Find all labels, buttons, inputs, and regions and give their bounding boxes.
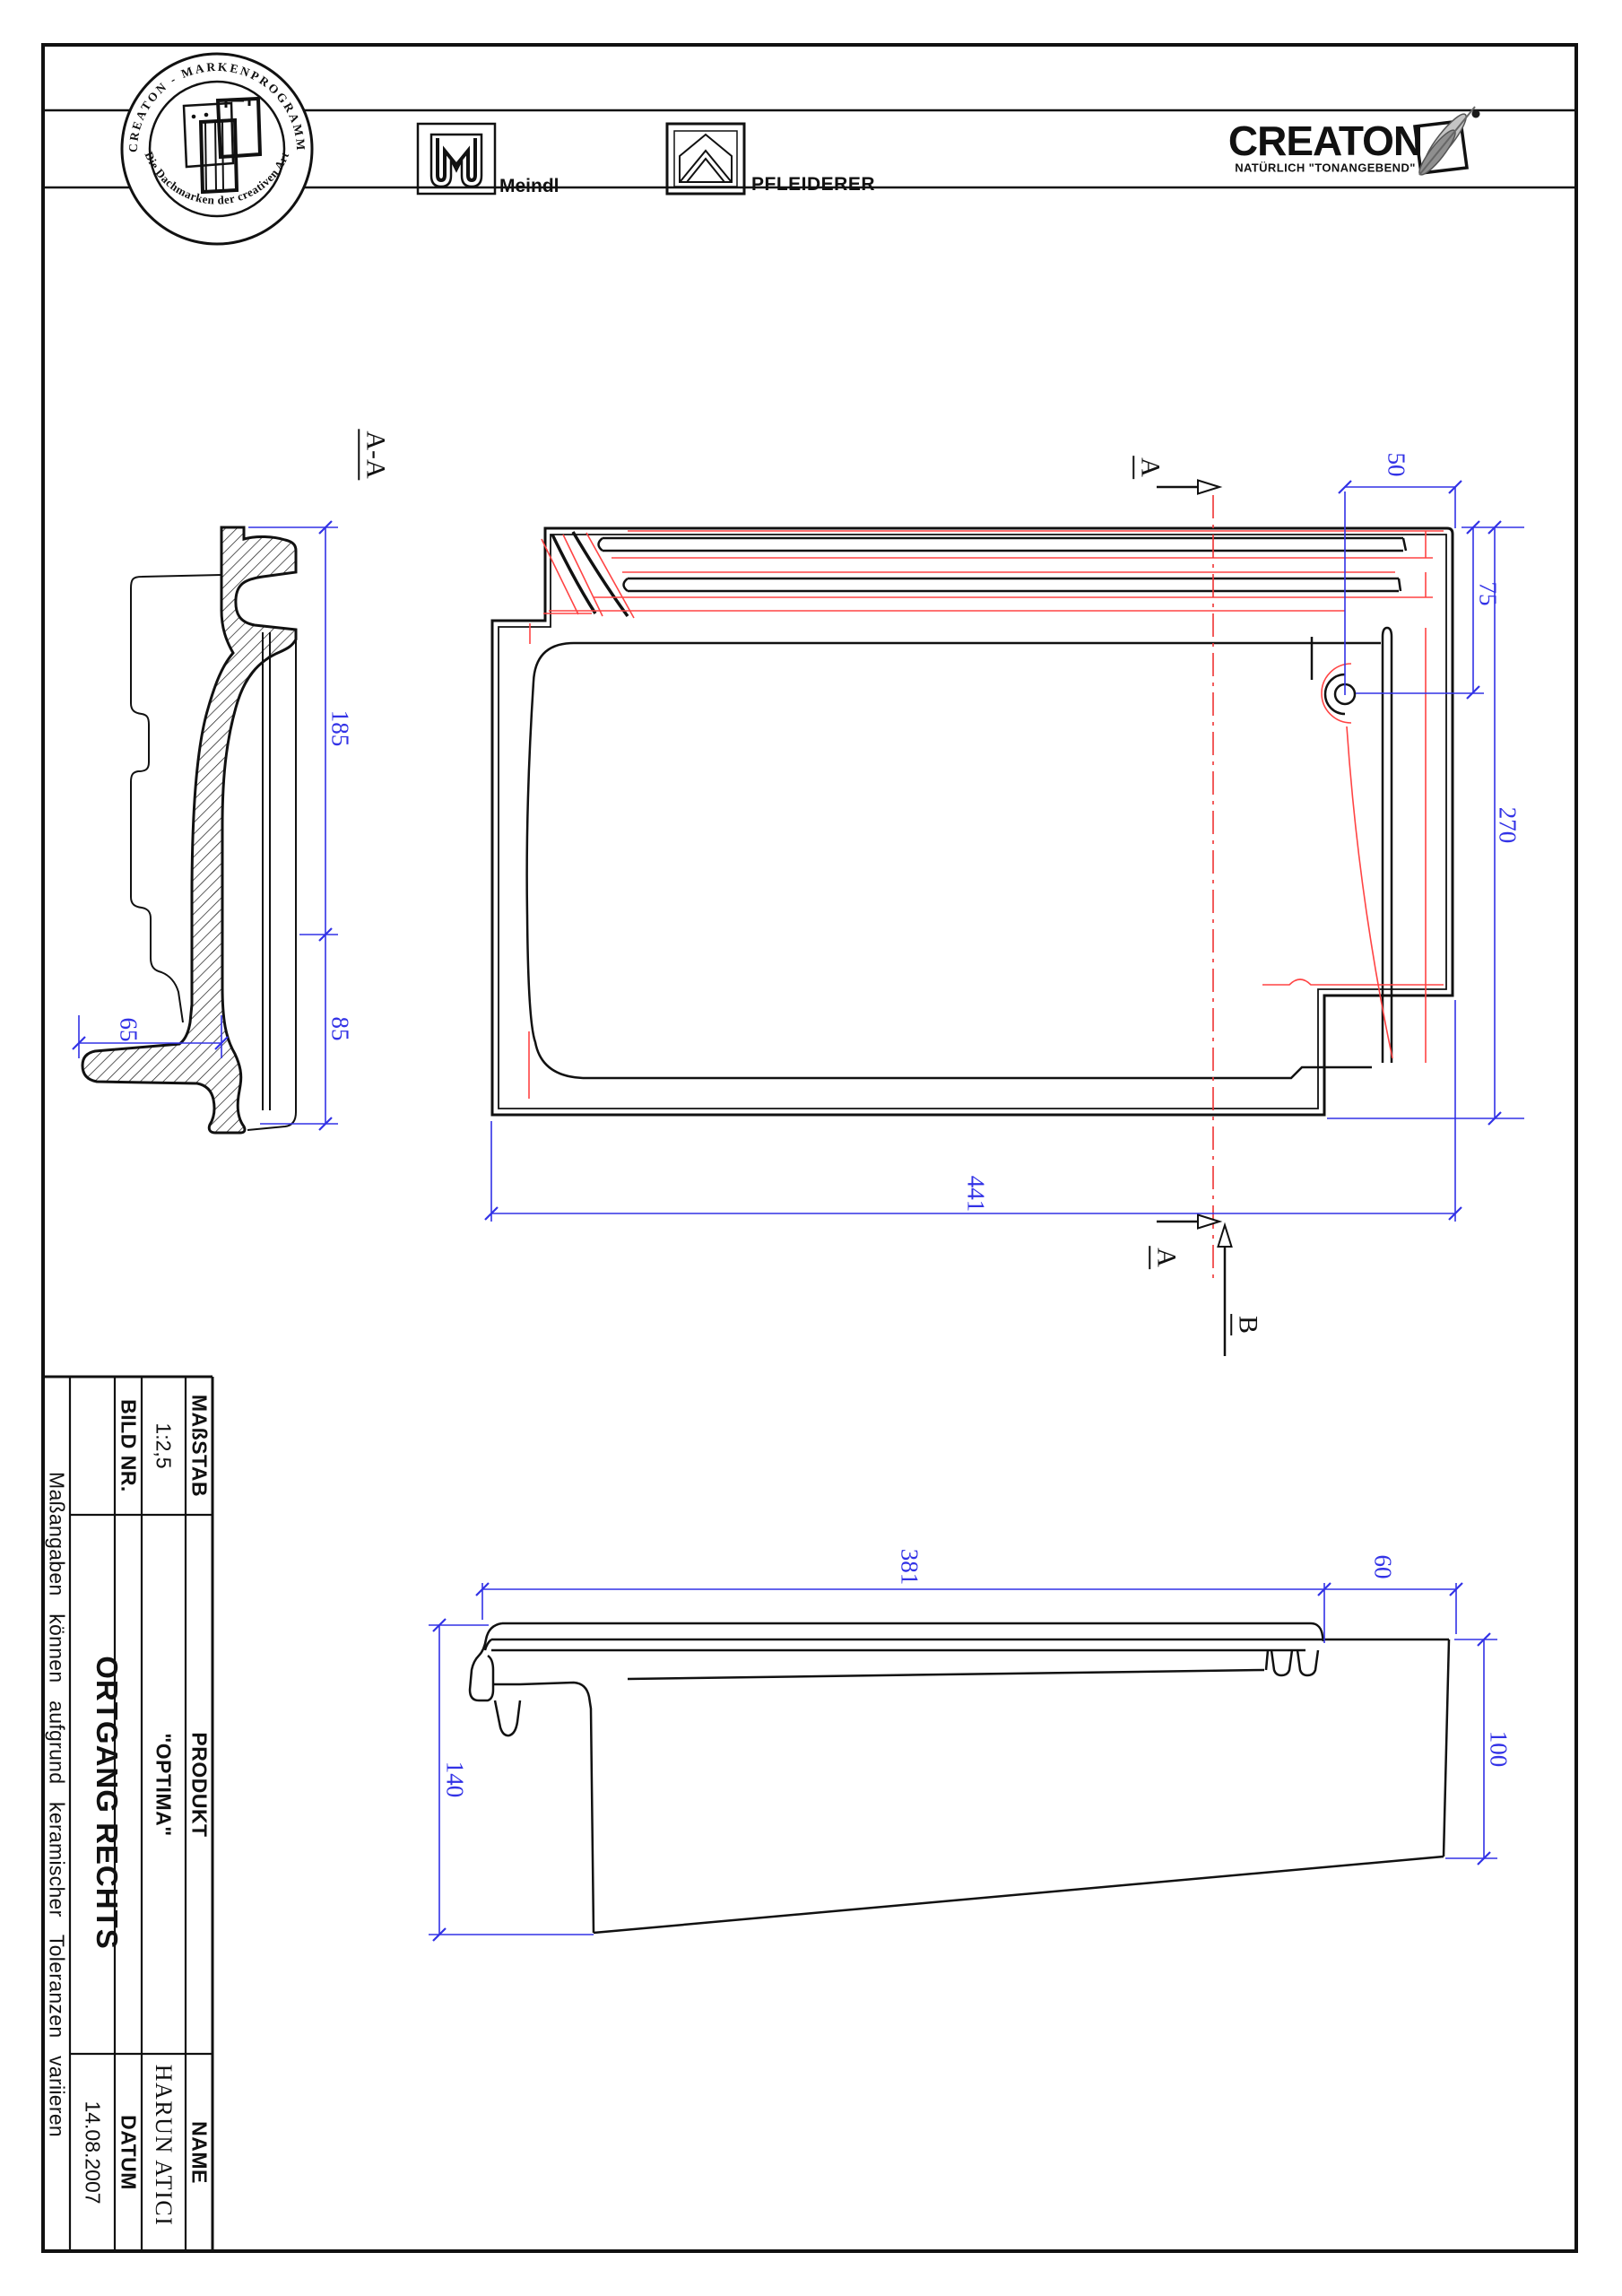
- dim-section-85: 85: [326, 1016, 354, 1041]
- dim-plan-270: 270: [1494, 806, 1522, 844]
- side-view: [468, 1622, 1451, 1935]
- plan-red-details: [528, 530, 1444, 1099]
- titleblock-name-value: HARUN ATICI: [151, 2064, 177, 2227]
- titleblock-name-label: NAME: [187, 2121, 212, 2184]
- cut-arrow-a-top-label: A: [1132, 456, 1165, 479]
- titleblock-massstab-label: MAßSTAB: [187, 1394, 212, 1498]
- titleblock-produkt-value: "OPTIMA": [152, 1733, 176, 1837]
- meindl-label: Meindl: [499, 176, 559, 196]
- pfleiderer-label: PFLEIDERER: [751, 174, 876, 195]
- titleblock-produkt-label: PRODUKT: [187, 1732, 212, 1838]
- titleblock-massstab-value: 1:2,5: [152, 1422, 176, 1469]
- dimension-lines: [72, 480, 1524, 1942]
- meindl-logo-icon: [416, 122, 497, 196]
- dim-plan-75: 75: [1474, 581, 1502, 606]
- cut-arrow-a-bottom-label: A: [1149, 1246, 1181, 1269]
- plan-view: [490, 479, 1454, 1356]
- section-view: [81, 526, 298, 1135]
- creaton-logo-icon: [1413, 106, 1480, 176]
- creaton-emblem-icon: CREATON - MARKENPROGRAMM Die Dachmarken …: [120, 52, 314, 246]
- titleblock-grid: [43, 1375, 214, 2251]
- dim-plan-50: 50: [1383, 452, 1410, 477]
- titleblock-bildnr-label: BILD NR.: [117, 1399, 141, 1492]
- dim-section-65: 65: [115, 1017, 143, 1042]
- section-cut-profile: [81, 526, 298, 1135]
- dim-side-60: 60: [1369, 1554, 1397, 1579]
- titleblock-datum-label: DATUM: [117, 2115, 141, 2190]
- creaton-tagline: NATÜRLICH "TONANGEBEND": [1235, 161, 1416, 175]
- cut-line-a: [1157, 479, 1223, 1278]
- dim-side-140: 140: [441, 1761, 469, 1798]
- cut-line-b: [1217, 1222, 1233, 1356]
- sheet-frame: [41, 43, 1578, 2253]
- dim-side-381: 381: [896, 1548, 924, 1586]
- cut-arrow-b-label: B: [1230, 1313, 1262, 1336]
- section-label: A-A: [358, 429, 390, 481]
- titleblock-datum-value: 14.08.2007: [81, 2100, 105, 2205]
- dim-section-185: 185: [326, 709, 354, 747]
- titleblock-variant: ORTGANG RECHTS: [91, 1656, 124, 1950]
- dim-side-100: 100: [1485, 1730, 1513, 1768]
- dim-plan-441: 441: [962, 1175, 990, 1213]
- tolerance-note: Maßangaben können aufgrund keramischer T…: [45, 1471, 69, 2138]
- pfleiderer-logo-icon: [665, 122, 746, 196]
- creaton-wordmark: CREATON: [1227, 117, 1423, 164]
